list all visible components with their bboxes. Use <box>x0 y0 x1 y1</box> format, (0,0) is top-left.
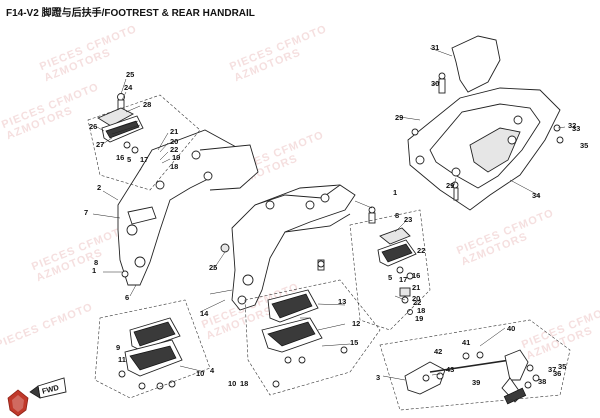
part-number-callout: 6 <box>125 293 129 302</box>
part-number-callout: 35 <box>558 362 566 371</box>
part-number-callout: 23 <box>404 215 412 224</box>
part-number-callout: 38 <box>538 377 546 386</box>
part-number-callout: 25 <box>126 70 134 79</box>
part-number-callout: 20 <box>170 137 178 146</box>
part-number-callout: 25 <box>209 263 217 272</box>
part-number-callout: 31 <box>431 43 439 52</box>
part-number-callout: 22 <box>170 145 178 154</box>
part-number-callout: 11 <box>118 355 126 364</box>
part-number-callout: 1 <box>92 266 96 275</box>
fwd-direction-indicator: FWD <box>29 377 67 399</box>
part-number-callout: 29 <box>446 181 454 190</box>
part-number-callout: 32 <box>568 121 576 130</box>
part-number-callout: 30 <box>431 79 439 88</box>
part-number-callout: 33 <box>572 124 580 133</box>
part-number-callout: 18 <box>417 306 425 315</box>
part-number-callout: 43 <box>446 365 454 374</box>
part-number-callout: 42 <box>434 347 442 356</box>
gear-shift-lever <box>404 349 540 405</box>
passenger-footrest-right <box>261 289 348 388</box>
part-number-callout: 7 <box>84 208 88 217</box>
part-number-callout: 8 <box>94 258 98 267</box>
rear-handrail <box>407 35 564 211</box>
part-number-callout: 4 <box>210 366 215 375</box>
assembly-outline <box>379 319 571 411</box>
part-number-callout: 22 <box>417 246 425 255</box>
part-number-callout: 18 <box>240 379 248 388</box>
part-number-callout: 10 <box>196 369 204 378</box>
brand-logo <box>7 389 29 417</box>
part-number-callout: 19 <box>415 314 423 323</box>
part-number-callout: 15 <box>350 338 358 347</box>
assembly-outline <box>94 299 211 399</box>
part-number-callout: 5 <box>127 155 131 164</box>
leader-lines <box>92 47 566 381</box>
part-number-callout: 19 <box>172 153 180 162</box>
part-number-callout: 18 <box>170 162 178 171</box>
part-number-callout: 40 <box>507 324 515 333</box>
part-number-callout: 12 <box>352 319 360 328</box>
assembly-outline <box>244 279 381 396</box>
part-number-callout: 22 <box>413 298 421 307</box>
right-frame-bracket <box>220 184 356 311</box>
part-number-callout: 10 <box>228 379 236 388</box>
part-number-callout: 14 <box>200 309 209 318</box>
part-number-callout: 16 <box>116 153 124 162</box>
part-number-callout: 27 <box>96 140 104 149</box>
part-number-callout: 8 <box>395 211 399 220</box>
part-number-callout: 13 <box>338 297 346 306</box>
part-number-callout: 21 <box>412 283 420 292</box>
part-number-callout: 21 <box>170 127 178 136</box>
part-number-callout: 41 <box>462 338 470 347</box>
part-number-callout: 34 <box>532 191 541 200</box>
left-frame-bracket <box>117 129 259 286</box>
passenger-footrest-left <box>118 317 183 390</box>
part-number-callout: 17 <box>140 155 148 164</box>
part-number-callout: 3 <box>376 373 380 382</box>
part-number-callout: 36 <box>553 369 561 378</box>
rider-footrest-right <box>368 206 417 315</box>
part-number-callout: 26 <box>89 122 97 131</box>
part-number-callout: 37 <box>548 365 556 374</box>
part-number-callout: 16 <box>412 271 420 280</box>
part-number-callout: 17 <box>399 275 407 284</box>
part-number-callout: 39 <box>472 378 480 387</box>
part-number-callout: 5 <box>388 273 392 282</box>
part-number-callout: 20 <box>412 294 420 303</box>
part-number-callout: 24 <box>124 83 133 92</box>
fwd-label: FWD <box>41 383 60 396</box>
part-number-callout: 35 <box>580 141 588 150</box>
part-number-callout: 1 <box>393 188 397 197</box>
part-number-callout: 9 <box>116 343 120 352</box>
part-number-callout: 2 <box>97 183 101 192</box>
part-number-callout: 28 <box>143 100 151 109</box>
page-title: F14-V2 脚蹬与后扶手/FOOTREST & REAR HANDRAIL <box>6 8 255 19</box>
part-number-callout: 29 <box>395 113 403 122</box>
assembly-outline <box>349 209 431 331</box>
